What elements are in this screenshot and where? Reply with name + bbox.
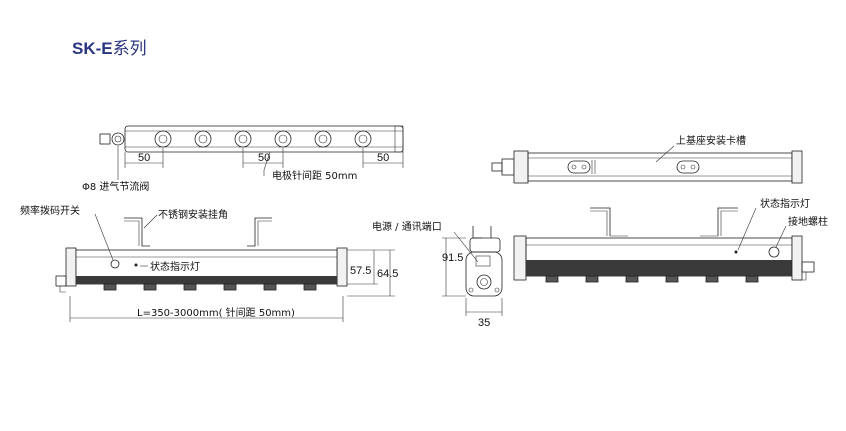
- page-title: SK-E系列: [72, 34, 147, 59]
- label-top-slot: 上基座安装卡槽: [676, 134, 746, 147]
- dim-height-645: 64.5: [377, 268, 398, 280]
- right-front-view: [513, 207, 815, 283]
- label-bracket: 不锈钢安装挂角: [158, 208, 228, 221]
- label-freq-switch: 频率拨码开关: [20, 204, 80, 217]
- label-status-light-2: 状态指示灯: [760, 197, 810, 210]
- front-needles: [103, 283, 317, 291]
- right-front-needles: [545, 275, 759, 283]
- dim-side-35: 35: [478, 317, 490, 329]
- dim-spacing-left: 50: [138, 152, 150, 164]
- front-view-dimensions: [69, 213, 395, 322]
- dim-height-575: 57.5: [350, 265, 371, 277]
- label-needle-pitch: 电极针间距 50mm: [272, 169, 357, 182]
- side-view: [465, 226, 503, 297]
- label-length: L=350-3000mm( 针间距 50mm): [137, 306, 295, 319]
- label-ground-post: 接地螺柱: [788, 215, 828, 228]
- label-power-port: 电源 / 通讯端口: [372, 220, 442, 233]
- label-status-light: 状态指示灯: [150, 260, 200, 273]
- top-view-dimensions: [117, 146, 404, 180]
- front-view-bar: [55, 217, 348, 293]
- dim-spacing-right: 50: [377, 152, 389, 164]
- right-top-view: [491, 145, 803, 184]
- dim-spacing-mid: 50: [258, 152, 270, 164]
- title-suffix: 系列: [112, 39, 147, 58]
- top-view-bar: [99, 125, 404, 153]
- label-valve: Φ8 进气节流阀: [82, 180, 149, 193]
- side-view-dimensions: [442, 231, 503, 316]
- dim-side-915: 91.5: [442, 252, 463, 264]
- title-series: SK-E: [72, 39, 113, 58]
- electrode-needles: [154, 130, 372, 148]
